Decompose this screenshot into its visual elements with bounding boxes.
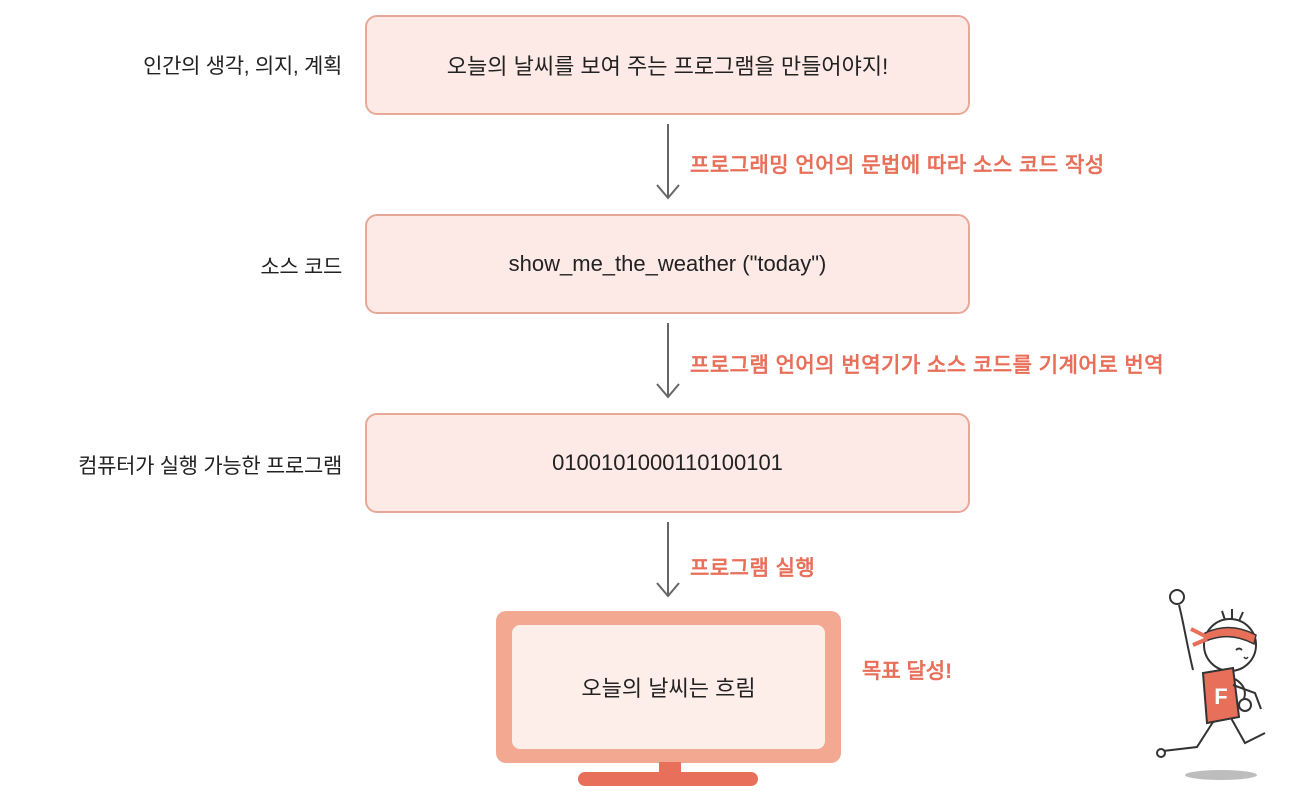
step-3-label: 프로그램 실행: [690, 557, 816, 580]
monitor-stand-neck: [659, 762, 681, 774]
step-1-label: 프로그래밍 언어의 문법에 따라 소스 코드 작성: [690, 154, 1105, 177]
stage-3-content: 0100101000110100101: [552, 450, 783, 475]
step-2-label: 프로그램 언어의 번역기가 소스 코드를 기계어로 번역: [690, 354, 1165, 377]
monitor-stand-base: [578, 772, 758, 786]
stage-1-content: 오늘의 날씨를 보여 주는 프로그램을 만들어야지!: [446, 54, 889, 79]
stage-2-content: show_me_the_weather ("today"): [508, 251, 827, 276]
down-arrow-icon: [656, 323, 680, 399]
stage-2-box: show_me_the_weather ("today"): [365, 214, 970, 314]
mascot-shirt-letter: F: [1214, 684, 1227, 709]
monitor-screen: 오늘의 날씨는 흐림: [512, 625, 825, 749]
goal-label: 목표 달성!: [862, 660, 953, 683]
stage-3-label: 컴퓨터가 실행 가능한 프로그램: [78, 455, 342, 478]
monitor-screen-text: 오늘의 날씨는 흐림: [581, 676, 756, 701]
running-mascot-icon: F: [1156, 589, 1266, 780]
down-arrow-icon: [656, 124, 680, 200]
stage-2-label: 소스 코드: [260, 256, 342, 279]
stage-1-label: 인간의 생각, 의지, 계획: [143, 55, 342, 78]
stage-3-box: 0100101000110100101: [365, 413, 970, 513]
stage-1-box: 오늘의 날씨를 보여 주는 프로그램을 만들어야지!: [365, 15, 970, 115]
monitor: 오늘의 날씨는 흐림: [496, 611, 841, 763]
down-arrow-icon: [656, 522, 680, 598]
